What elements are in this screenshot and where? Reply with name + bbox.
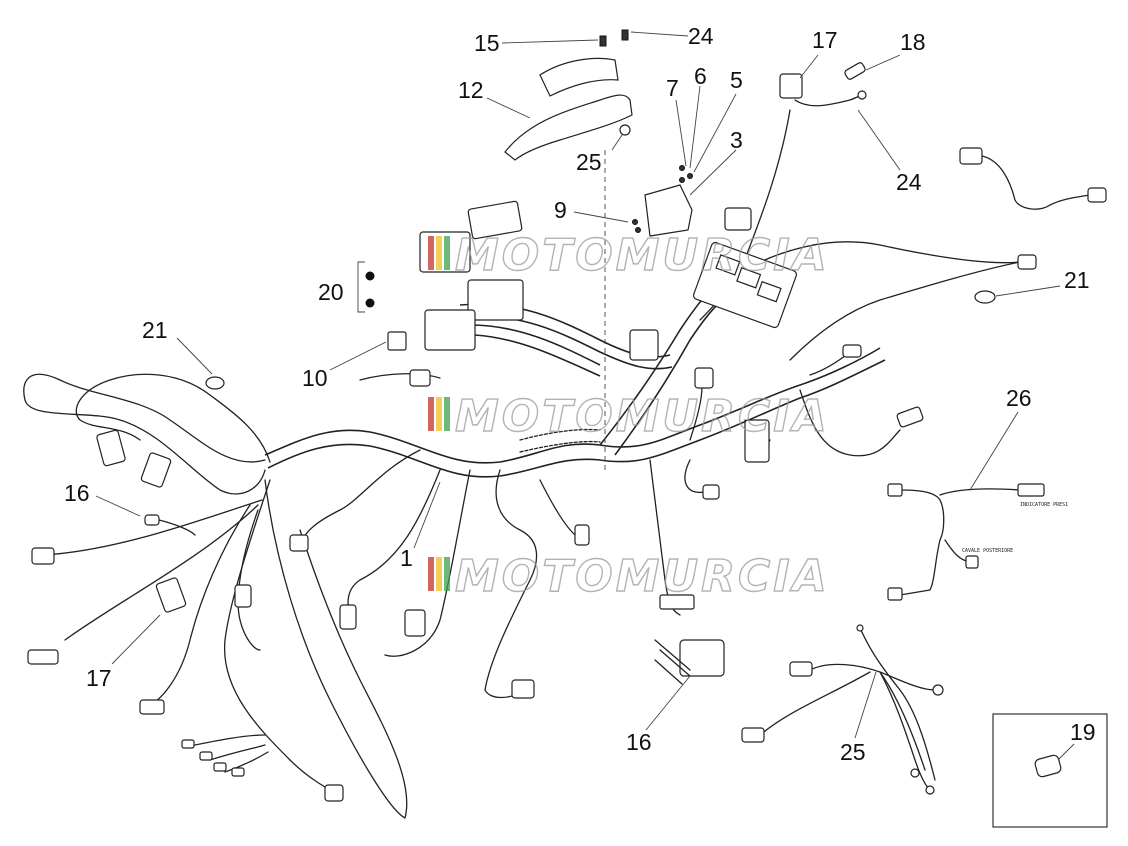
clamp-21-right [974,290,996,304]
callout-9: 9 [554,197,567,223]
connector-center-left [234,584,252,608]
screw-22 [621,29,629,41]
callout-14: 16 [64,480,90,506]
callout-13: 15 [474,30,500,56]
connector-upper-right [724,207,752,231]
terminal-set-bottom-left [181,734,269,777]
callout-25: 25 [840,739,866,765]
main-wiring-harness [23,109,1021,819]
module-lower [424,309,476,351]
cap-18 [844,62,866,80]
connector-strip [659,594,695,610]
connector-top-right [959,147,983,165]
connector-right-1 [896,406,924,428]
connector-left-2 [140,452,172,488]
bullet-20b [365,298,375,308]
bullet-20a [365,271,375,281]
connector-left-1 [96,429,126,467]
watermark-text-3: MOTOMURCIA [455,551,830,602]
connector-mid-right [694,367,714,389]
callout-1: 1 [400,545,413,571]
nut-23 [619,124,631,136]
callout-20: 20 [318,279,344,305]
connector-19 [1034,754,1062,778]
connector-left-3 [31,547,55,565]
connector-lower-2 [404,609,426,637]
connector-left-4 [27,649,59,665]
connector-relay-block [744,419,770,463]
watermark-logo-1: MOTOMURCIA [428,229,830,282]
connector-mid-low [702,484,720,500]
screw-13 [599,35,607,47]
callout-12: 12 [458,77,484,103]
connector-bottom [324,784,344,802]
connector-left-5 [139,699,165,715]
relay-holder-center [629,329,659,361]
harness-connectors [27,147,1107,802]
callout-24: 24 [896,169,922,195]
inset-box-19 [992,713,1108,828]
terminal-14 [144,514,160,526]
leader-lines [95,31,1075,761]
connector-17 [779,73,803,99]
callout-16: 16 [626,729,652,755]
callout-23: 25 [576,149,602,175]
bracket-20 [357,261,365,313]
connector-15 [155,577,187,613]
module-middle [467,279,524,321]
bracket-3 [644,184,693,237]
connector-lower-4 [574,524,590,546]
relay-10 [387,331,407,351]
callout-19: 19 [1070,719,1096,745]
connector-lower-3 [511,679,535,699]
watermark-text-2: MOTOMURCIA [455,391,830,442]
callout-22: 24 [688,23,714,49]
connector-lower-1 [339,604,357,630]
connector-far-right [1017,254,1037,270]
grommet-16 [654,639,725,685]
fuse-box [692,241,798,329]
sensor-group-17-24 [779,62,867,107]
connector-upper-center [409,369,431,387]
callout-26: 26 [1006,385,1032,411]
callout-15: 17 [86,665,112,691]
sub-harness-26: INDICATORE PRES1 CAVALE POSTERIORE [887,483,1068,601]
clamp-21-left [205,376,225,390]
small-hardware [632,165,693,237]
callout-7: 7 [666,75,679,101]
sub-harness-25 [741,624,944,795]
watermark-logo-3: MOTOMURCIA [428,550,830,603]
connector-top-right-2 [1087,187,1107,203]
callout-3: 3 [730,127,743,153]
callout-17: 17 [812,27,838,53]
label-indicatore: INDICATORE PRES1 [1020,502,1068,508]
module-cover [467,200,523,240]
connector-clip [289,534,309,552]
callout-6: 6 [694,63,707,89]
callout-18: 18 [900,29,926,55]
label-cavale: CAVALE POSTERIORE [962,548,1013,554]
watermark-logo-2: MOTOMURCIA [428,390,830,443]
watermark-text-1: MOTOMURCIA [455,230,830,281]
callout-numbers: 15 24 12 25 7 6 5 3 9 17 18 24 21 20 21 … [64,23,1096,765]
callout-5: 5 [730,67,743,93]
callout-21-right: 21 [1064,267,1090,293]
harness-cover-12 [504,29,633,161]
connector-right-2 [842,344,862,358]
callout-10: 10 [302,365,328,391]
callout-21-left: 21 [142,317,168,343]
